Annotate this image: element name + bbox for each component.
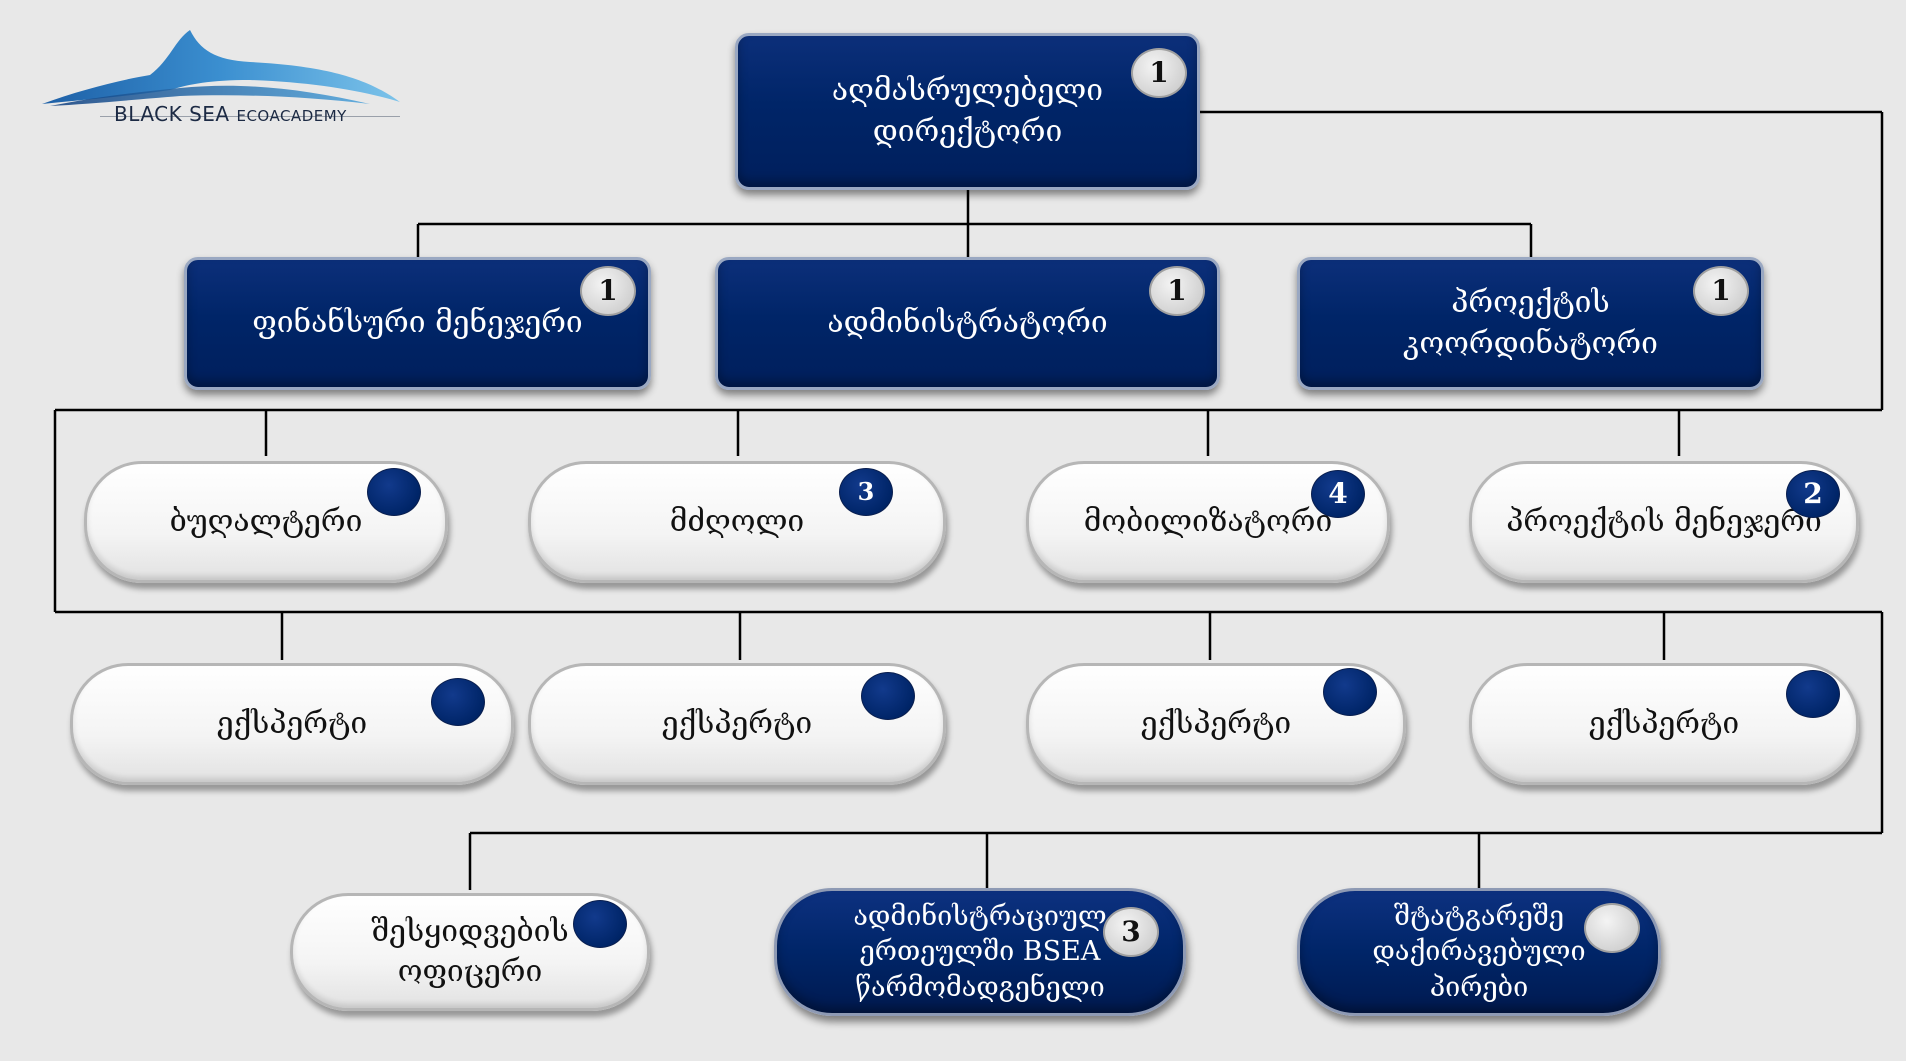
node-label: ბუღალტერი	[169, 503, 363, 539]
count-badge: 4	[1311, 470, 1365, 518]
node-label: შესყიდვების ოფიცერი	[371, 913, 569, 990]
count-badge: 1	[580, 266, 636, 316]
node-bsea-representative[interactable]: ადმინისტრაციულ ერთეულში BSEA წარმომადგენ…	[774, 888, 1186, 1016]
count-badge: 3	[1103, 907, 1159, 957]
node-driver[interactable]: მძღოლი 3	[528, 461, 946, 583]
node-expert-2[interactable]: ექსპერტი	[528, 663, 946, 785]
node-label: ადმინისტრაციულ ერთეულში BSEA წარმომადგენ…	[853, 901, 1107, 1003]
logo-name-main: BLACK SEA	[114, 102, 230, 126]
node-label: პროექტის მენეჯერი	[1506, 503, 1822, 539]
count-badge	[1786, 670, 1840, 718]
node-expert-1[interactable]: ექსპერტი	[70, 663, 514, 785]
count-badge	[573, 900, 627, 948]
node-administrator[interactable]: ადმინისტრატორი 1	[715, 257, 1220, 390]
node-label: ადმინისტრატორი	[827, 305, 1108, 341]
wave-logo-icon	[42, 30, 400, 117]
node-procurement-officer[interactable]: შესყიდვების ოფიცერი	[290, 893, 650, 1011]
node-expert-3[interactable]: ექსპერტი	[1026, 663, 1406, 785]
count-badge	[431, 678, 485, 726]
count-badge	[861, 672, 915, 720]
count-badge: 1	[1693, 266, 1749, 316]
black-sea-ecoacademy-logo	[40, 20, 500, 140]
node-label: ფინანსური მენეჯერი	[252, 305, 583, 341]
count-badge: 1	[1149, 266, 1205, 316]
count-badge: 3	[839, 468, 893, 516]
node-finance-manager[interactable]: ფინანსური მენეჯერი 1	[184, 257, 651, 390]
node-executive-director[interactable]: აღმასრულებელი დირექტორი 1	[735, 33, 1200, 190]
node-expert-4[interactable]: ექსპერტი	[1469, 663, 1859, 785]
node-label: ექსპერტი	[661, 705, 813, 741]
node-label: პროექტის კოორდინატორი	[1403, 285, 1658, 361]
logo-name-small: ECOACADEMY	[236, 107, 347, 125]
node-project-coordinator[interactable]: პროექტის კოორდინატორი 1	[1297, 257, 1764, 390]
node-label: მობილიზატორი	[1083, 503, 1333, 539]
node-label: შტატგარეშე დაქირავებული პირები	[1372, 901, 1586, 1003]
count-badge	[1584, 903, 1640, 953]
node-label: ექსპერტი	[1140, 705, 1292, 741]
count-badge	[1323, 668, 1377, 716]
count-badge: 2	[1786, 470, 1840, 518]
count-badge	[367, 468, 421, 516]
node-contract-persons[interactable]: შტატგარეშე დაქირავებული პირები	[1297, 888, 1661, 1016]
node-mobilizer[interactable]: მობილიზატორი 4	[1026, 461, 1390, 583]
node-accountant[interactable]: ბუღალტერი	[84, 461, 448, 583]
count-badge: 1	[1131, 48, 1187, 98]
node-project-manager[interactable]: პროექტის მენეჯერი 2	[1469, 461, 1859, 583]
logo-wordmark: BLACK SEA ECOACADEMY	[114, 102, 347, 126]
node-label: ექსპერტი	[216, 705, 368, 741]
node-label: აღმასრულებელი დირექტორი	[831, 73, 1104, 149]
node-label: ექსპერტი	[1588, 705, 1740, 741]
node-label: მძღოლი	[669, 503, 805, 539]
